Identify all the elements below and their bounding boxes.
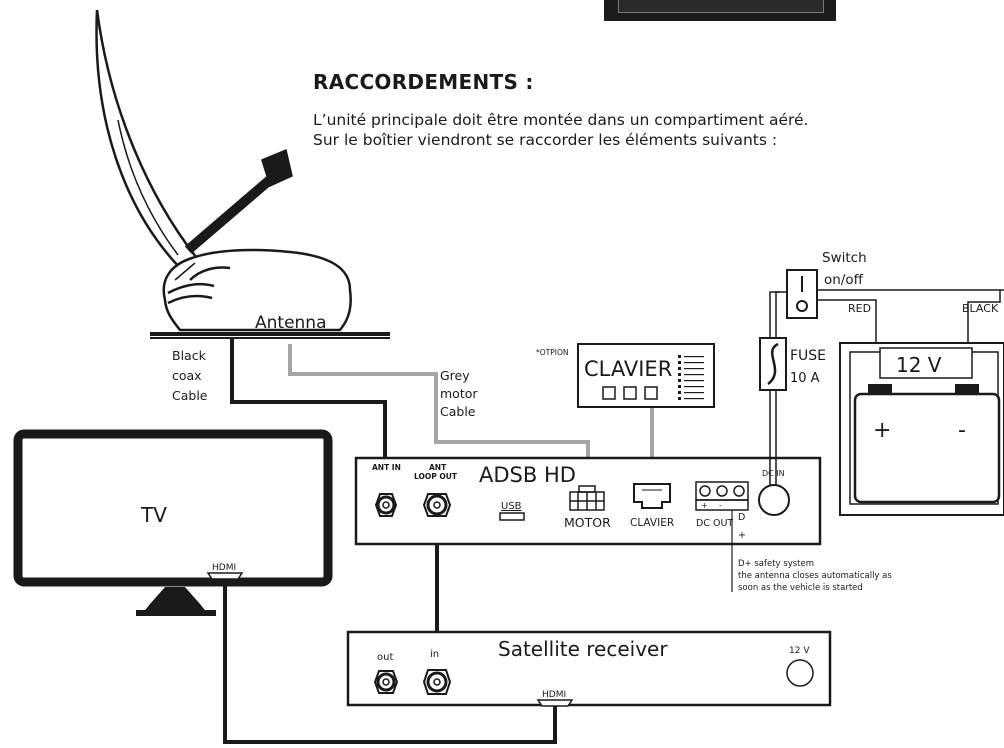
dc-out-minus: - — [719, 501, 722, 510]
dc-out-label: DC OUT — [696, 518, 733, 529]
intro-text: L’unité principale doit être montée dans… — [313, 110, 809, 150]
receiver-out-label: out — [377, 652, 393, 663]
svg-text:the antenna closes automatical: the antenna closes automatically as — [738, 571, 892, 581]
switch — [786, 269, 818, 319]
keypad-option: *OTPION — [536, 348, 568, 357]
coax-cable-label: Black coax Cable — [172, 348, 208, 403]
switch-label: Switch — [822, 250, 867, 266]
intro-line-2: Sur le boîtier viendront se raccorder le… — [313, 131, 778, 149]
clavier-port — [633, 483, 671, 509]
receiver-in-connector — [422, 669, 452, 695]
svg-text:coax: coax — [172, 368, 202, 383]
battery-minus: - — [958, 418, 966, 443]
fuse — [759, 337, 787, 391]
battery-plus: + — [873, 418, 891, 443]
battery — [839, 342, 1004, 516]
d-label: D — [738, 512, 745, 523]
motor-connector — [569, 485, 605, 511]
tv-hdmi-port — [206, 572, 244, 580]
dc-in-connector — [758, 484, 790, 516]
receiver-12v-label: 12 V — [789, 646, 810, 656]
antenna-dish — [95, 9, 390, 339]
fuse-label: FUSE — [790, 348, 826, 364]
switch-label-2: on/off — [824, 272, 864, 288]
dc-out-terminal — [695, 481, 749, 511]
ant-in-connector — [374, 493, 398, 517]
satellite-receiver — [346, 630, 832, 707]
battery-voltage: 12 V — [896, 353, 942, 377]
ant-loop-label-2: LOOP OUT — [414, 472, 458, 481]
svg-text:motor: motor — [440, 386, 478, 401]
dc-out-plus: + — [701, 501, 708, 510]
safety-note: D+ safety system the antenna closes auto… — [738, 559, 892, 593]
black-wire-label: BLACK — [962, 302, 999, 315]
receiver-out-connector — [373, 670, 399, 694]
svg-text:Cable: Cable — [172, 388, 208, 403]
ant-in-label: ANT IN — [372, 463, 401, 472]
keypad-label: CLAVIER — [584, 357, 672, 381]
fuse-rating: 10 A — [790, 371, 820, 386]
svg-text:Grey: Grey — [440, 368, 470, 383]
tv — [13, 429, 333, 616]
hdmi-cable — [223, 578, 557, 744]
tv-label: TV — [140, 503, 167, 527]
motor-cable — [288, 344, 590, 488]
adsb-labels: ADSB HD ANT IN ANT LOOP OUT USB MOTOR CL… — [372, 463, 785, 541]
svg-text:Black: Black — [172, 348, 207, 363]
svg-text:Cable: Cable — [440, 404, 476, 419]
receiver-hdmi-label: HDMI — [542, 690, 566, 700]
tv-hdmi-label: HDMI — [212, 563, 236, 573]
clavier-port-label: CLAVIER — [630, 517, 674, 529]
receiver-title: Satellite receiver — [498, 637, 668, 661]
dc-in-label: DC IN — [762, 469, 785, 478]
intro-line-1: L’unité principale doit être montée dans… — [313, 111, 809, 129]
ant-loop-label-1: ANT — [429, 463, 447, 472]
photo-fragment — [604, 0, 836, 21]
antenna-label: Antenna — [255, 313, 327, 333]
motor-cable-label: Grey motor Cable — [440, 368, 478, 419]
receiver-hdmi-port — [536, 699, 574, 707]
loop-out-connector — [422, 493, 452, 517]
usb-label: USB — [501, 501, 522, 512]
motor-label: MOTOR — [564, 515, 611, 530]
d-plus-label: + — [738, 530, 746, 541]
receiver-in-label: in — [430, 649, 439, 660]
adsb-title: ADSB HD — [479, 463, 576, 487]
receiver-12v-connector — [786, 659, 814, 687]
adsb-unit — [354, 456, 822, 546]
keypad — [577, 343, 715, 408]
svg-text:soon as the vehicle is started: soon as the vehicle is started — [738, 583, 863, 593]
red-wire-label: RED — [848, 302, 871, 315]
svg-text:D+ safety system: D+ safety system — [738, 559, 814, 569]
section-heading: RACCORDEMENTS : — [313, 70, 534, 94]
usb-port — [499, 512, 525, 521]
coax-cable — [230, 338, 387, 488]
